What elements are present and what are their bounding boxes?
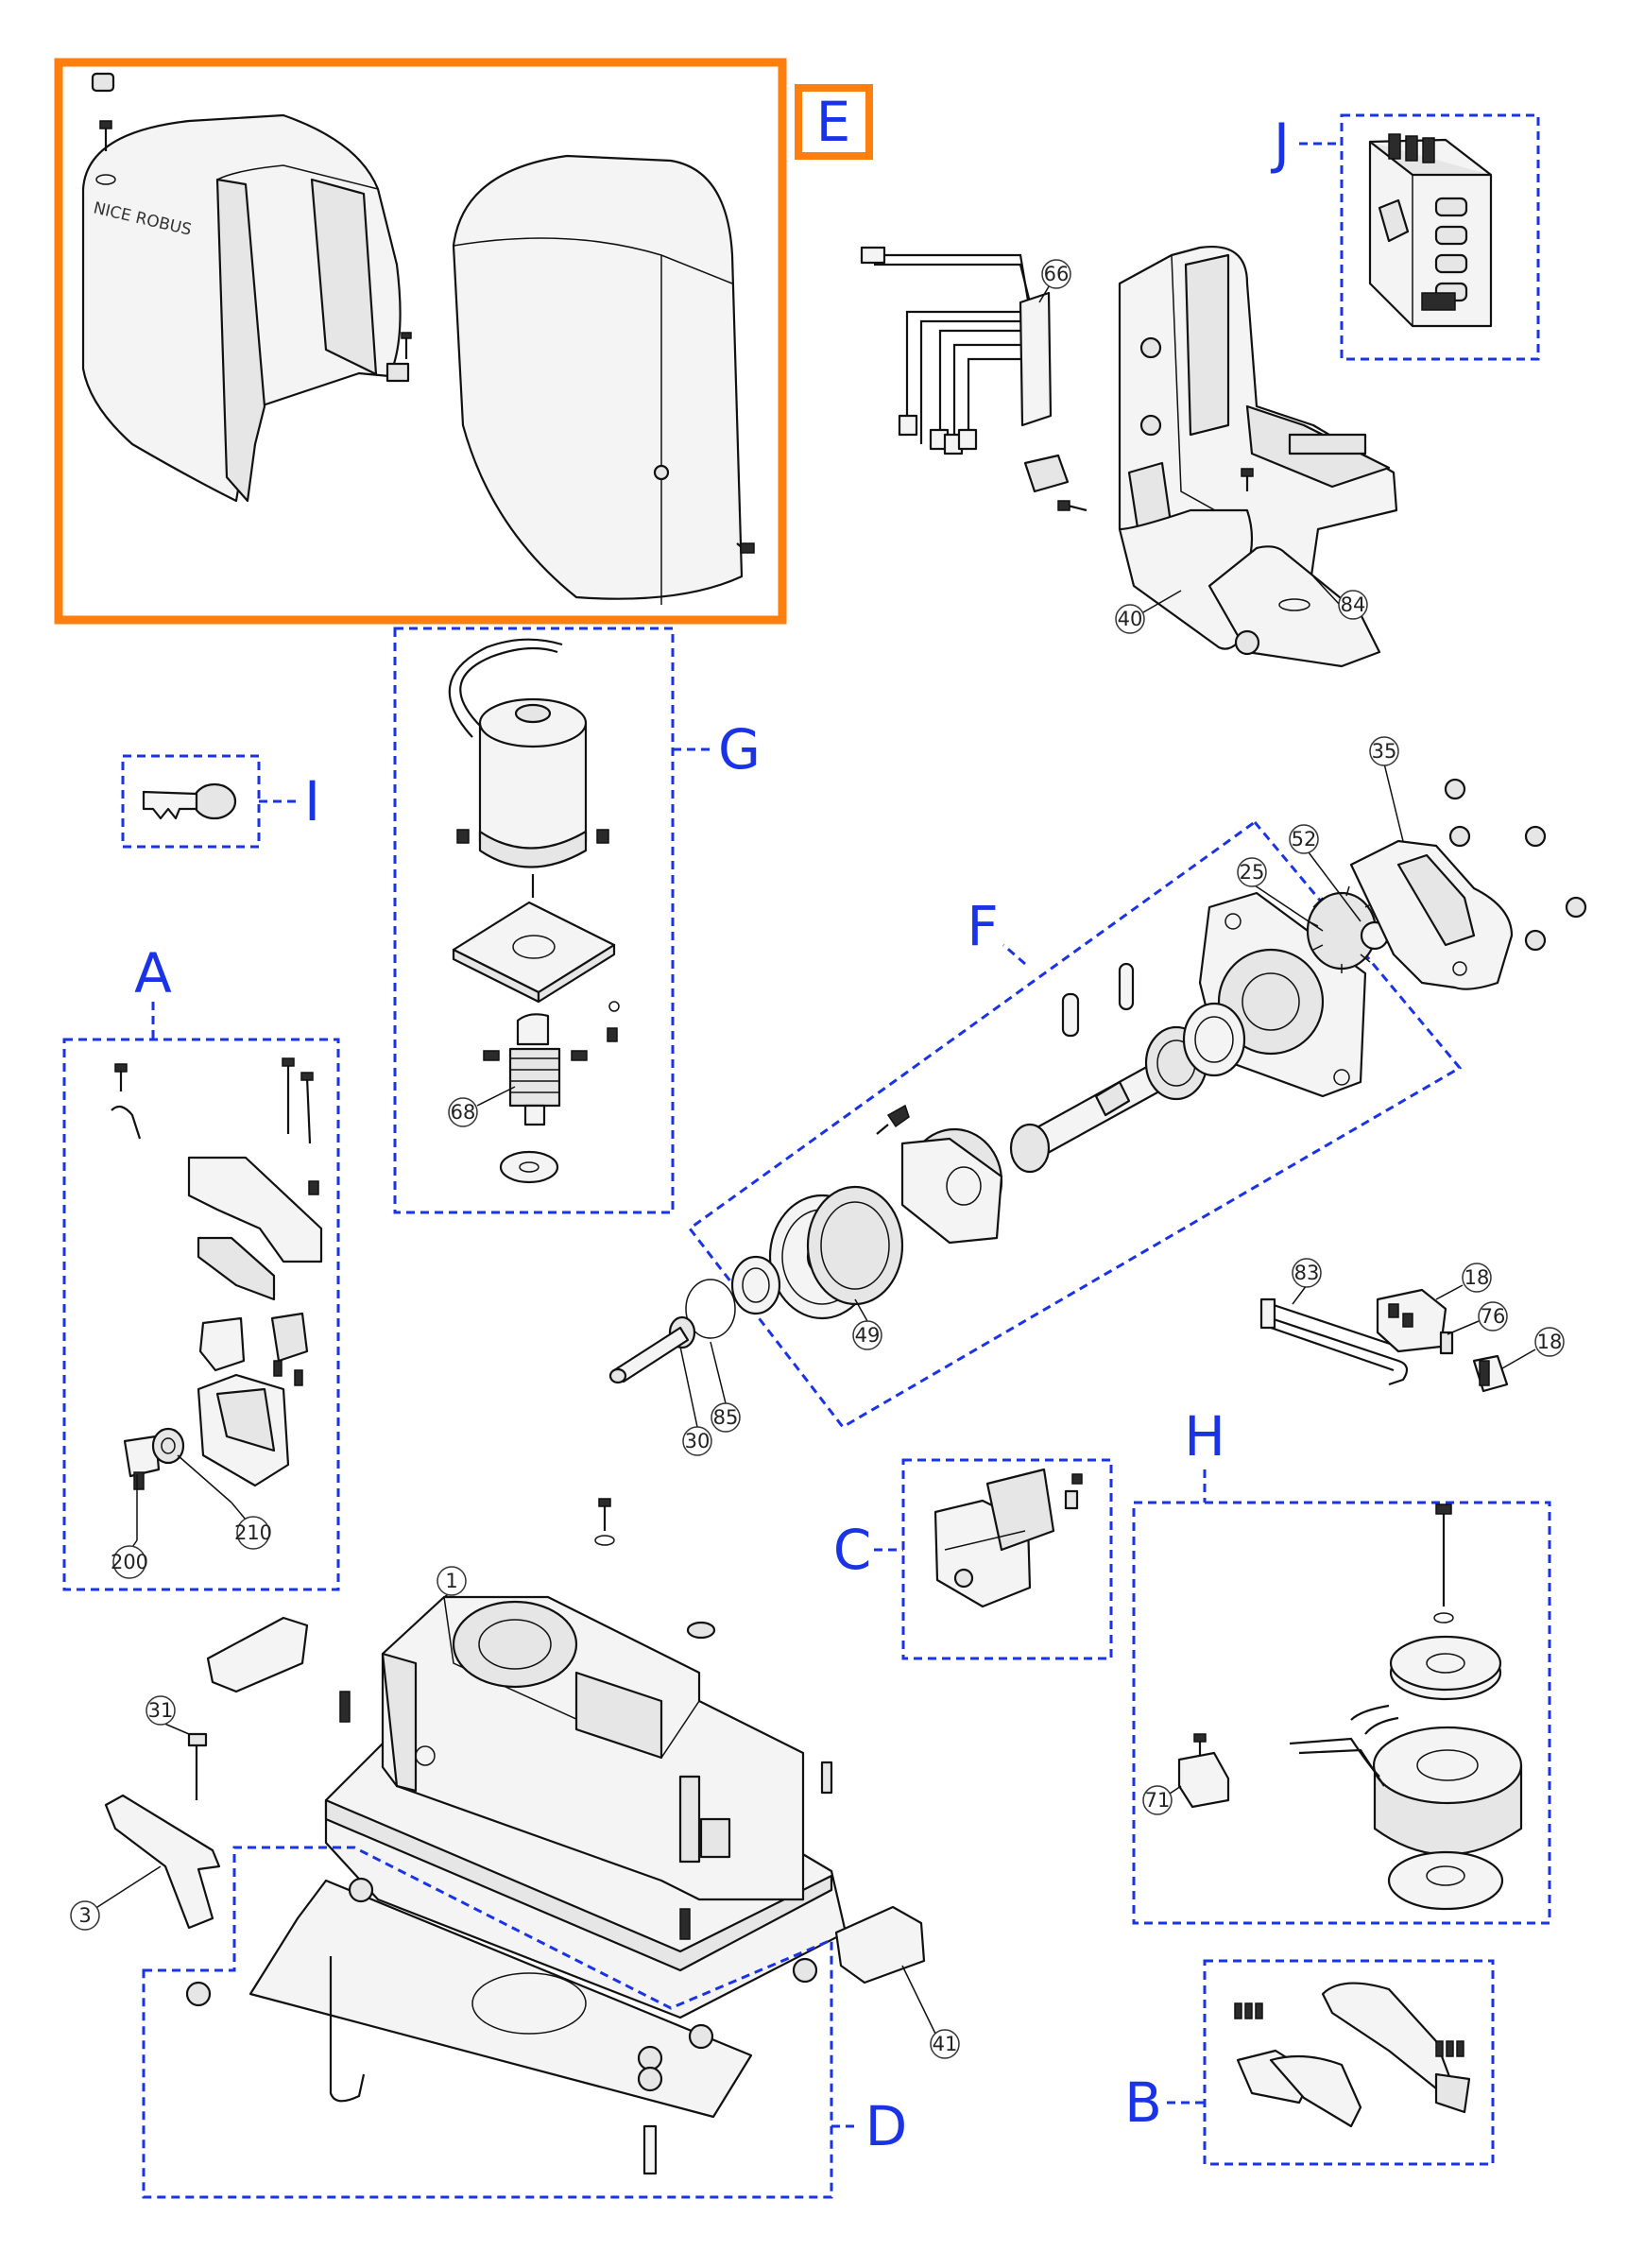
svg-text:68: 68: [451, 1101, 476, 1124]
wiring-harness: [860, 246, 1087, 512]
callout-18a: 18: [1435, 1263, 1492, 1300]
svg-text:210: 210: [234, 1521, 272, 1544]
svg-text:41: 41: [933, 2033, 958, 2055]
foundation-plate: [185, 1877, 818, 2175]
group-j-label: J: [1271, 112, 1290, 176]
release-mechanism-parts: [111, 1057, 323, 1540]
group-h-label: H: [1184, 1404, 1225, 1469]
group-c[interactable]: C: [833, 1458, 1113, 1660]
group-e-highlight-box: [54, 58, 787, 625]
svg-text:30: 30: [685, 1430, 711, 1452]
electric-motor: [448, 638, 609, 898]
callout-76: 76: [1447, 1301, 1508, 1335]
svg-text:200: 200: [111, 1551, 148, 1573]
callout-31: 31: [146, 1695, 190, 1735]
bearing-cap: [1349, 778, 1587, 990]
part-callouts: 1 3 18 18 25 30 31 35 40 41 49 52 66 68 …: [70, 259, 1565, 2059]
svg-text:31: 31: [148, 1699, 174, 1722]
svg-text:84: 84: [1341, 593, 1366, 616]
callout-52: 52: [1289, 824, 1361, 922]
group-b-label: B: [1124, 2070, 1162, 2135]
group-j-box: [1340, 113, 1540, 361]
callout-40: 40: [1115, 590, 1182, 634]
callout-83: 83: [1292, 1258, 1322, 1305]
callout-66: 66: [1038, 259, 1071, 303]
release-handle: [104, 1732, 221, 1930]
release-key: [142, 782, 237, 820]
group-j[interactable]: J: [1271, 112, 1540, 361]
output-shaft: [876, 962, 1246, 1174]
battery-cover-plate: [1118, 508, 1381, 668]
callout-3: 3: [70, 1865, 162, 1931]
svg-text:66: 66: [1044, 263, 1070, 285]
group-e-label: E: [816, 90, 851, 154]
group-f-box: [687, 819, 1463, 1429]
worm-screw: [483, 1001, 620, 1184]
callout-84: 84: [1312, 576, 1368, 620]
group-c-box: [901, 1458, 1113, 1660]
group-e[interactable]: E NICE ROBUS: [54, 58, 873, 625]
group-f[interactable]: F: [608, 778, 1587, 1429]
group-d-box: [142, 1846, 833, 2199]
svg-text:3: 3: [78, 1904, 91, 1927]
fixing-brackets: [1234, 1982, 1471, 2128]
svg-text:18: 18: [1537, 1331, 1563, 1353]
group-d[interactable]: D: [142, 1846, 908, 2199]
group-a-label: A: [134, 941, 172, 1005]
callout-35: 35: [1369, 736, 1404, 842]
svg-text:35: 35: [1372, 740, 1397, 763]
svg-text:52: 52: [1292, 828, 1317, 850]
group-f-label: F: [967, 894, 998, 958]
group-d-label: D: [865, 2094, 908, 2158]
motor-flange: [452, 901, 616, 1004]
end-caps: [206, 1616, 926, 1984]
callout-30: 30: [679, 1346, 712, 1456]
svg-text:71: 71: [1145, 1789, 1171, 1812]
group-a[interactable]: A: [62, 941, 340, 1591]
callout-210: 210: [231, 1502, 272, 1550]
rectifier-bridge: [1177, 1733, 1230, 1809]
svg-text:83: 83: [1294, 1262, 1320, 1284]
callout-200: 200: [111, 1539, 148, 1579]
group-i-label: I: [304, 769, 320, 833]
gear-motor-base: [324, 1498, 848, 2019]
shaft-pin-and-seal: [608, 1279, 736, 1384]
group-g[interactable]: G: [393, 627, 761, 1214]
group-b[interactable]: B: [1124, 1959, 1495, 2166]
callout-25: 25: [1237, 857, 1324, 932]
group-b-box: [1203, 1959, 1495, 2166]
group-i[interactable]: I: [121, 754, 320, 849]
encoder-unit: [933, 1468, 1083, 1608]
svg-text:1: 1: [445, 1570, 457, 1592]
callout-68: 68: [448, 1086, 516, 1127]
group-h[interactable]: H: [1132, 1404, 1551, 1925]
svg-text:49: 49: [855, 1324, 881, 1347]
callout-49: 49: [852, 1298, 882, 1350]
callout-1: 1: [437, 1566, 467, 1598]
svg-text:18: 18: [1464, 1266, 1490, 1289]
callout-18b: 18: [1501, 1327, 1565, 1369]
callout-71: 71: [1142, 1785, 1182, 1815]
group-e-label-box: [795, 84, 873, 160]
group-c-label: C: [833, 1518, 872, 1582]
limit-switch-parts: [1259, 1288, 1509, 1393]
group-h-box: [1132, 1501, 1551, 1925]
callout-41: 41: [901, 1965, 960, 2059]
group-g-box: [393, 627, 675, 1214]
group-g-label: G: [718, 717, 761, 782]
rear-cover: [452, 154, 755, 605]
svg-text:25: 25: [1240, 861, 1265, 884]
control-board: [1368, 133, 1493, 328]
svg-text:40: 40: [1118, 608, 1143, 630]
front-cover: NICE ROBUS: [81, 72, 412, 503]
drive-gear: [730, 1127, 1003, 1320]
callout-85: 85: [710, 1341, 741, 1433]
toroidal-transformer: [1289, 1503, 1523, 1911]
svg-text:76: 76: [1481, 1305, 1506, 1328]
svg-text:85: 85: [713, 1406, 739, 1429]
